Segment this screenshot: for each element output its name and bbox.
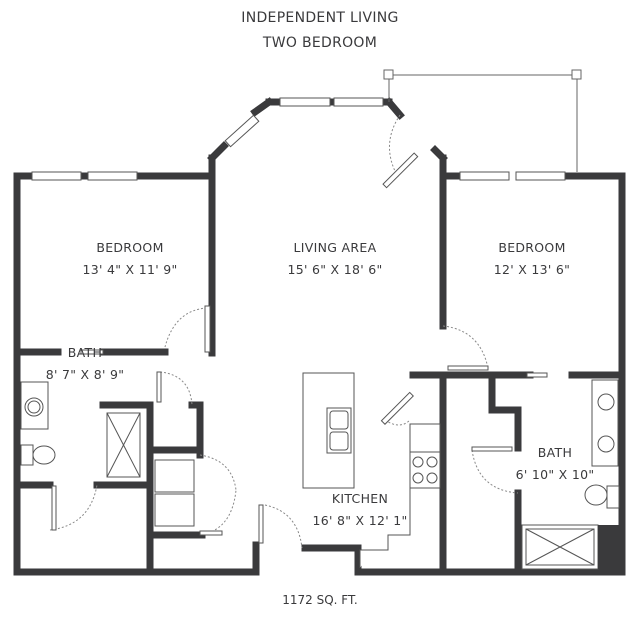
kitchen-fixtures [154, 372, 441, 568]
room-name: BATH [537, 445, 573, 460]
room-dimensions: 8' 7" X 8' 9" [45, 367, 125, 382]
room-dimensions: 6' 10" X 10" [515, 467, 595, 482]
room-name: BATH [67, 345, 103, 360]
plan-subtitle: TWO BEDROOM [262, 35, 378, 51]
shower-bench [598, 525, 620, 569]
room-label-bedroom-left: BEDROOM 13' 4" X 11' 9" [55, 237, 205, 281]
room-dimensions: 15' 6" X 18' 6" [287, 262, 383, 277]
windows [31, 97, 566, 181]
washer [154, 459, 195, 493]
plan-title: INDEPENDENT LIVING [241, 10, 399, 26]
walls [13, 97, 626, 576]
room-name: KITCHEN [331, 491, 389, 506]
balcony-outline [383, 69, 582, 172]
counter [409, 423, 441, 453]
room-dimensions: 13' 4" X 11' 9" [82, 262, 178, 277]
doors [51, 152, 548, 544]
room-name: BEDROOM [498, 240, 566, 255]
room-label-bath-right: BATH 6' 10" X 10" [505, 442, 605, 486]
room-name: LIVING AREA [293, 240, 377, 255]
dryer [154, 493, 195, 527]
room-label-living-area: LIVING AREA 15' 6" X 18' 6" [250, 237, 420, 281]
stove [409, 451, 441, 489]
bath-fixtures [20, 379, 620, 570]
room-dimensions: 12' X 13' 6" [493, 262, 571, 277]
room-label-kitchen: KITCHEN 16' 8" X 12' 1" [300, 488, 420, 532]
door-swings [49, 114, 519, 549]
room-dimensions: 16' 8" X 12' 1" [312, 513, 408, 528]
room-name: BEDROOM [96, 240, 164, 255]
room-label-bath-left: BATH 8' 7" X 8' 9" [30, 342, 140, 386]
room-label-bedroom-right: BEDROOM 12' X 13' 6" [462, 237, 602, 281]
total-area: 1172 SQ. FT. [282, 593, 358, 607]
